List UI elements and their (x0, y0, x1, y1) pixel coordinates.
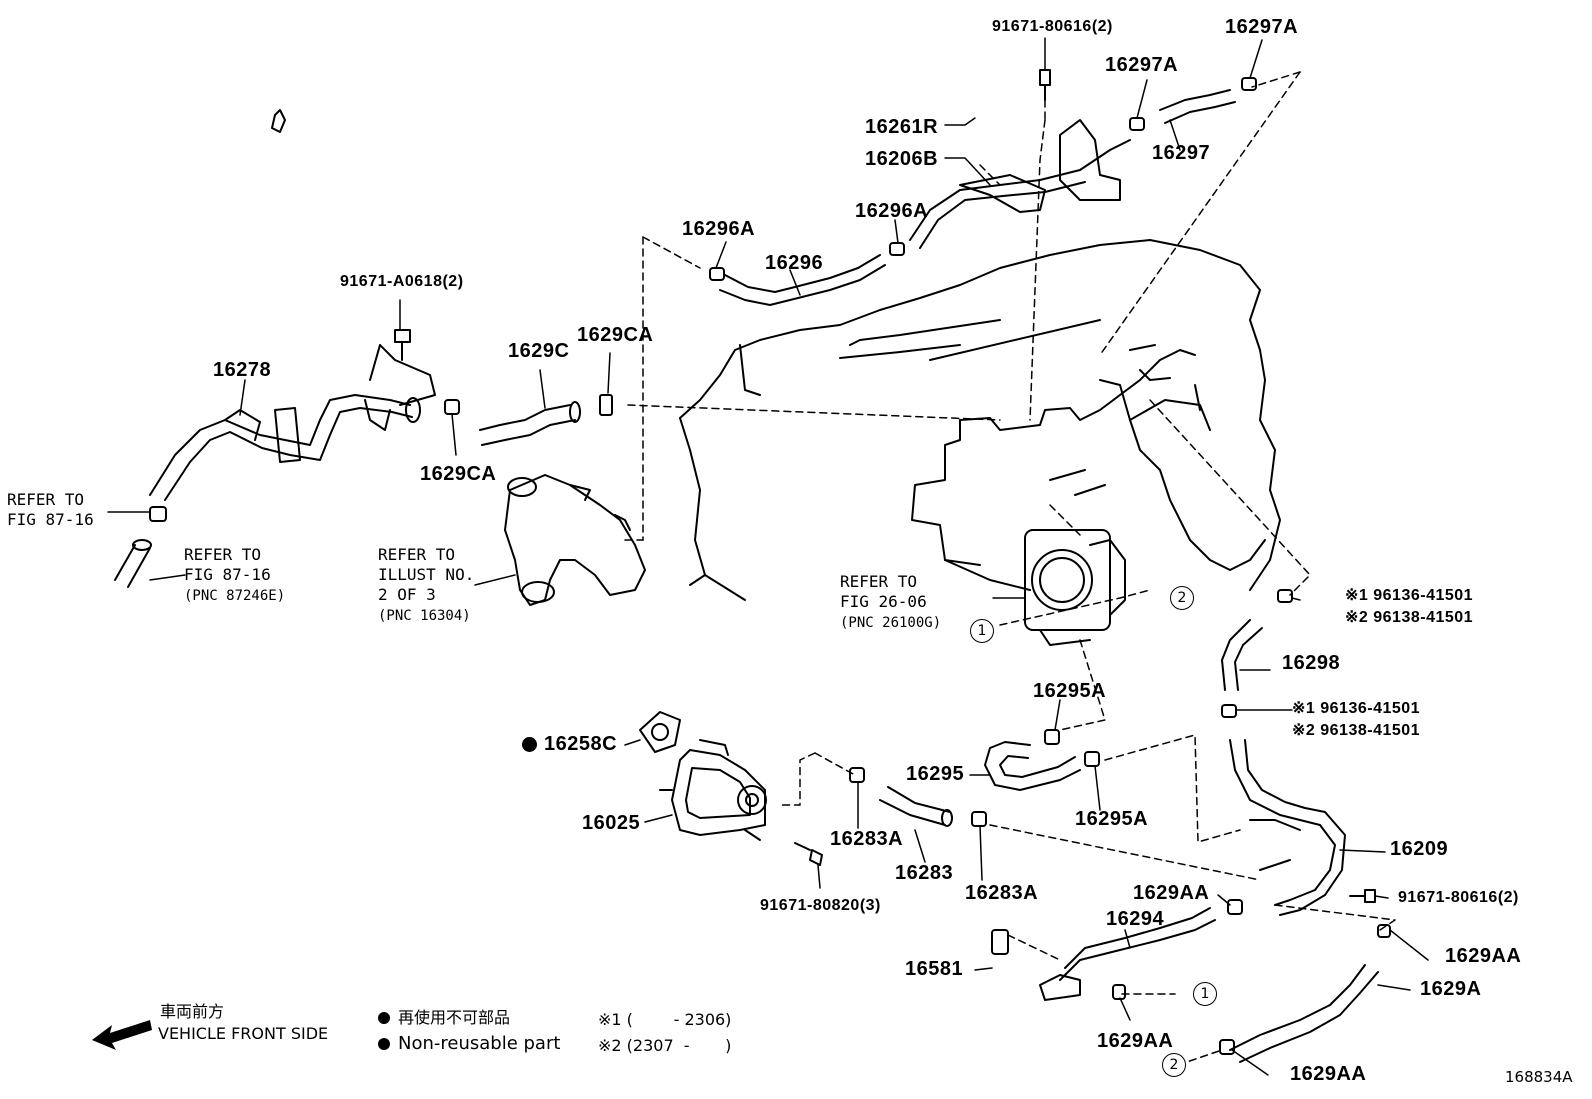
marker-circle-1: 1 (970, 619, 994, 643)
legend-front-en: VEHICLE FRONT SIDE (158, 1024, 329, 1043)
label-91671-a0618[interactable]: 91671-A0618(2) (340, 273, 464, 290)
label-16295a[interactable]: 16295A (1033, 680, 1107, 702)
label-1629aa[interactable]: 1629AA (1097, 1030, 1174, 1052)
label-16295[interactable]: 16295 (906, 763, 965, 785)
hose-left (114, 544, 151, 588)
label-96136-41501[interactable]: ※1 96136-41501 (1292, 700, 1421, 717)
label-1629aa[interactable]: 1629AA (1290, 1063, 1367, 1085)
label-96138-41501[interactable]: ※2 96138-41501 (1345, 609, 1474, 626)
non-reusable-dot-icon (522, 737, 537, 752)
label-16297a[interactable]: 16297A (1105, 54, 1179, 76)
label-16209[interactable]: 16209 (1390, 838, 1449, 860)
label-16297a[interactable]: 16297A (1225, 16, 1299, 38)
throttle-body (1024, 529, 1126, 646)
legend-nonreuse-jp: 再使用不可部品 (398, 1008, 511, 1027)
hose-16298 (1221, 619, 1263, 691)
hose-1629a (1229, 964, 1379, 1063)
label-16296[interactable]: 16296 (765, 252, 824, 274)
hose-16296 (719, 254, 886, 306)
marker-circle-2: 2 (1162, 1053, 1186, 1077)
label-16283[interactable]: 16283 (895, 862, 954, 884)
label-16295a[interactable]: 16295A (1075, 808, 1149, 830)
hose-1629c (479, 404, 576, 446)
pipe-16209 (1229, 739, 1346, 916)
hose-16283 (879, 786, 951, 826)
label-96136-41501[interactable]: ※1 96136-41501 (1345, 587, 1474, 604)
legend-nonreuse-en: Non-reusable part (398, 1033, 561, 1054)
legend-front-jp: 車両前方 (160, 1002, 225, 1021)
label-16298[interactable]: 16298 (1282, 652, 1341, 674)
leader-lines (107, 37, 1429, 1076)
label-91671-80616-top[interactable]: 91671-80616(2) (992, 18, 1113, 35)
pipe-16025 (659, 739, 767, 841)
label-16261r[interactable]: 16261R (865, 116, 939, 138)
hose-16297 (1159, 89, 1236, 124)
bracket-16206b (909, 139, 1131, 249)
gasket-16258c (639, 711, 681, 753)
label-16283a[interactable]: 16283A (830, 828, 904, 850)
bolts (394, 69, 1376, 903)
dashed-lines (624, 71, 1396, 1066)
label-1629a[interactable]: 1629A (1420, 978, 1482, 1000)
diagram-code: 168834A (1505, 1068, 1573, 1086)
label-16258c[interactable]: 16258C (544, 733, 618, 755)
hose-16295 (984, 741, 1081, 791)
non-reusable-dot-icon (378, 1012, 390, 1024)
hose-16294 (1059, 907, 1216, 981)
label-96138-41501[interactable]: ※2 96138-41501 (1292, 722, 1421, 739)
marker-circle-1: 1 (1193, 982, 1217, 1006)
label-1629aa[interactable]: 1629AA (1133, 882, 1210, 904)
label-16278[interactable]: 16278 (213, 359, 272, 381)
label-1629ca[interactable]: 1629CA (420, 463, 497, 485)
label-91671-80616-right[interactable]: 91671-80616(2) (1398, 889, 1519, 906)
non-reusable-dot-icon (378, 1038, 390, 1050)
label-16297[interactable]: 16297 (1152, 142, 1211, 164)
label-1629aa[interactable]: 1629AA (1445, 945, 1522, 967)
label-1629ca[interactable]: 1629CA (577, 324, 654, 346)
engine-outline (679, 239, 1281, 601)
label-16296a[interactable]: 16296A (682, 218, 756, 240)
label-16025[interactable]: 16025 (582, 812, 641, 834)
label-16294[interactable]: 16294 (1106, 908, 1165, 930)
water-housing (504, 474, 646, 606)
label-1629c[interactable]: 1629C (508, 340, 570, 362)
front-arrow-icon (92, 1020, 152, 1050)
label-16296a[interactable]: 16296A (855, 200, 929, 222)
label-16581[interactable]: 16581 (905, 958, 964, 980)
label-16283a[interactable]: 16283A (965, 882, 1039, 904)
label-91671-80820[interactable]: 91671-80820(3) (760, 897, 881, 914)
legend-note-1: ※1 ( - 2306) (598, 1010, 732, 1029)
label-16206b[interactable]: 16206B (865, 148, 939, 170)
pipe-16278 (149, 344, 436, 501)
marker-circle-2: 2 (1170, 586, 1194, 610)
legend-note-2: ※2 (2307 - ) (598, 1036, 732, 1055)
